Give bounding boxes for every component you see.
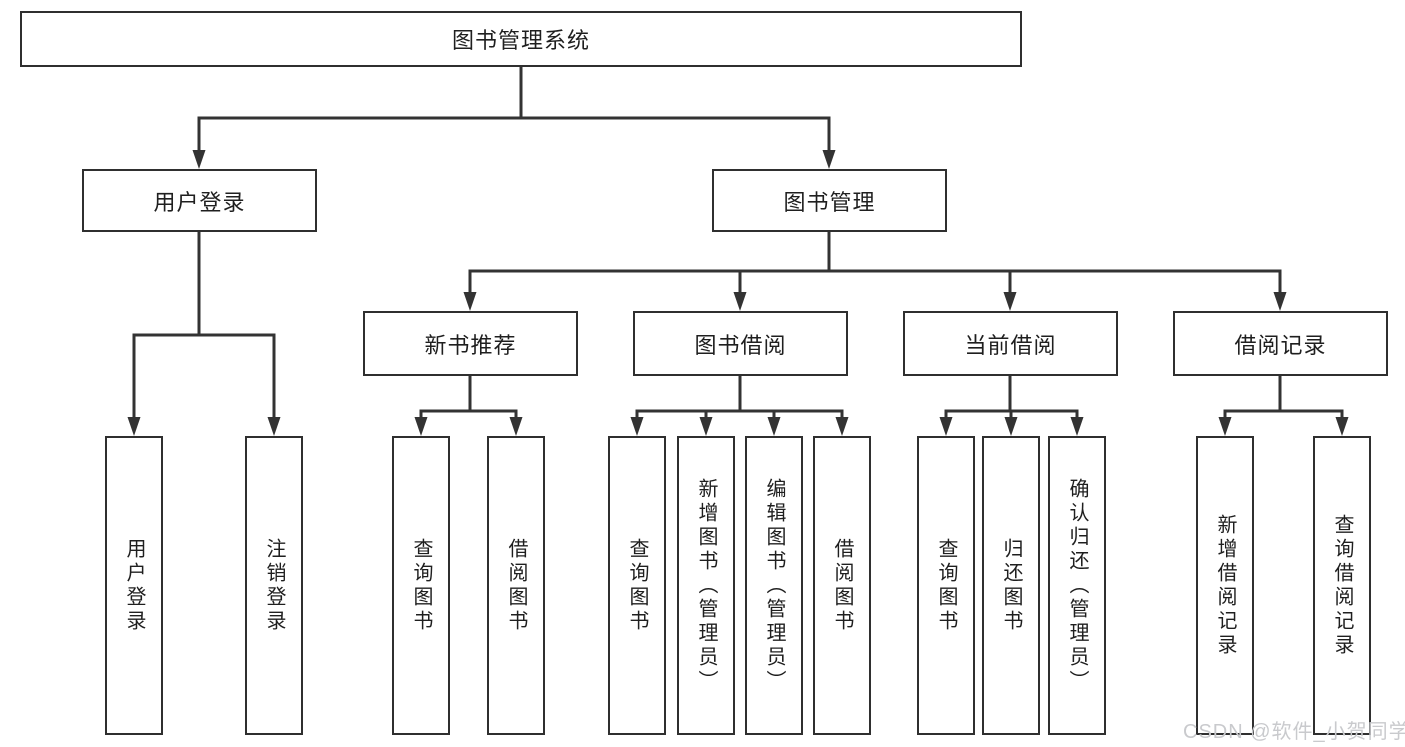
leaf-edit-book-admin-label: 编辑图书（管理员） <box>763 477 785 694</box>
arrowhead-icon <box>835 417 849 436</box>
leaf-query-borrow-record: 查询借阅记录 <box>1313 436 1371 735</box>
leaf-borrow-books-label: 借阅图书 <box>831 537 853 634</box>
arrowhead-icon <box>1335 417 1349 436</box>
leaf-logout: 注销登录 <box>245 436 303 735</box>
leaf-borrow-books-recommend-label: 借阅图书 <box>505 537 527 634</box>
arrowhead-icon <box>767 417 781 436</box>
arrowhead-icon <box>192 150 206 169</box>
node-root: 图书管理系统 <box>20 11 1022 67</box>
leaf-confirm-return-admin: 确认归还（管理员） <box>1048 436 1106 735</box>
node-user-login: 用户登录 <box>82 169 317 232</box>
leaf-return-book-label: 归还图书 <box>1000 537 1022 634</box>
leaf-query-books-current-label: 查询图书 <box>935 537 957 634</box>
leaf-query-books-recommend-label: 查询图书 <box>410 537 432 634</box>
leaf-add-book-admin: 新增图书（管理员） <box>677 436 735 735</box>
arrowhead-icon <box>939 417 953 436</box>
leaf-add-borrow-record: 新增借阅记录 <box>1196 436 1254 735</box>
arrowhead-icon <box>509 417 523 436</box>
leaf-query-books-borrow-label: 查询图书 <box>626 537 648 634</box>
node-book-management-label: 图书管理 <box>783 189 876 215</box>
node-book-borrow: 图书借阅 <box>633 311 848 376</box>
leaf-user-login-label: 用户登录 <box>123 537 145 634</box>
arrowhead-icon <box>733 292 747 311</box>
arrowhead-icon <box>1003 292 1017 311</box>
watermark: CSDN @软件_小贺同学 <box>1183 721 1405 743</box>
arrowhead-icon <box>699 417 713 436</box>
arrowhead-icon <box>1273 292 1287 311</box>
leaf-add-borrow-record-label: 新增借阅记录 <box>1214 513 1236 658</box>
leaf-user-login: 用户登录 <box>105 436 163 735</box>
leaf-logout-label: 注销登录 <box>263 537 285 634</box>
arrowhead-icon <box>630 417 644 436</box>
node-borrow-records: 借阅记录 <box>1173 311 1388 376</box>
node-root-label: 图书管理系统 <box>451 28 590 53</box>
node-book-borrow-label: 图书借阅 <box>694 332 787 358</box>
node-new-book-recommend: 新书推荐 <box>363 311 578 376</box>
arrowhead-icon <box>414 417 428 436</box>
arrowhead-icon <box>822 150 836 169</box>
leaf-edit-book-admin: 编辑图书（管理员） <box>745 436 803 735</box>
node-current-borrow: 当前借阅 <box>903 311 1118 376</box>
node-new-book-recommend-label: 新书推荐 <box>424 332 517 358</box>
node-user-login-label: 用户登录 <box>153 189 246 215</box>
arrowhead-icon <box>1218 417 1232 436</box>
leaf-confirm-return-admin-label: 确认归还（管理员） <box>1066 477 1088 694</box>
arrowhead-icon <box>127 417 141 436</box>
leaf-query-borrow-record-label: 查询借阅记录 <box>1331 513 1353 658</box>
arrowhead-icon <box>1004 417 1018 436</box>
arrowhead-icon <box>463 292 477 311</box>
leaf-add-book-admin-label: 新增图书（管理员） <box>695 477 717 694</box>
leaf-query-books-recommend: 查询图书 <box>392 436 450 735</box>
leaf-borrow-books: 借阅图书 <box>813 436 871 735</box>
node-borrow-records-label: 借阅记录 <box>1234 332 1327 358</box>
leaf-borrow-books-recommend: 借阅图书 <box>487 436 545 735</box>
node-book-management: 图书管理 <box>712 169 947 232</box>
arrowhead-icon <box>267 417 281 436</box>
node-current-borrow-label: 当前借阅 <box>964 332 1057 358</box>
arrowhead-icon <box>1070 417 1084 436</box>
leaf-return-book: 归还图书 <box>982 436 1040 735</box>
leaf-query-books-borrow: 查询图书 <box>608 436 666 735</box>
leaf-query-books-current: 查询图书 <box>917 436 975 735</box>
